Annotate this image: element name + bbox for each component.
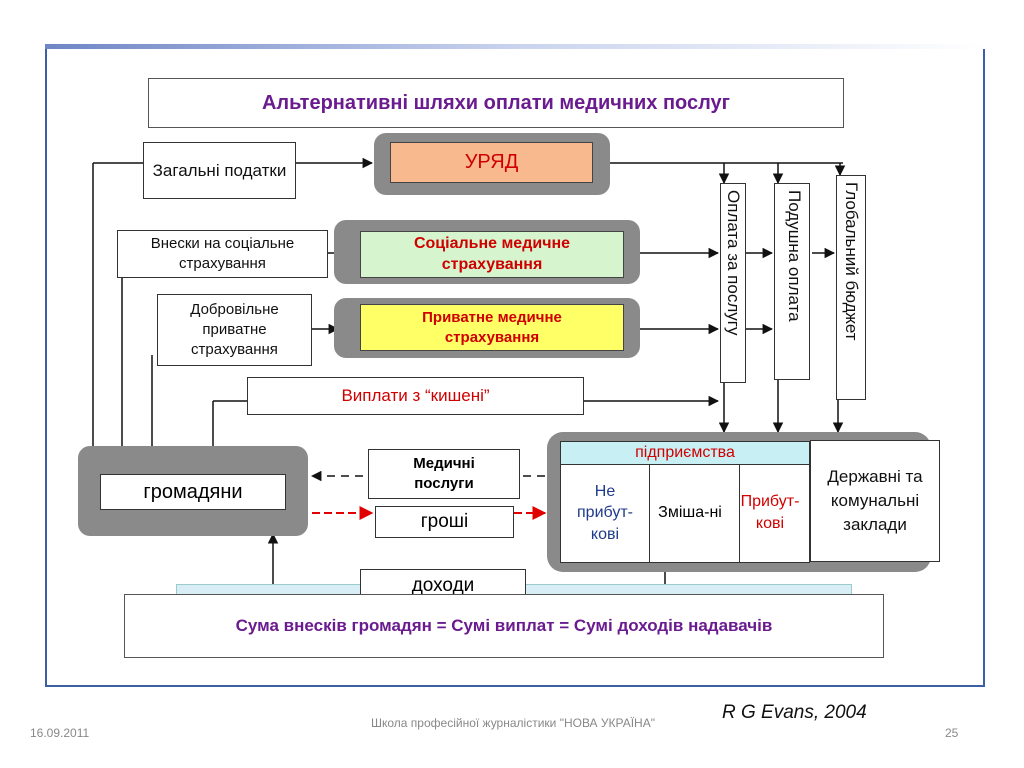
- citizens-label: громадяни: [100, 474, 286, 510]
- provider-state-communal: Державні та комунальні заклади: [810, 440, 940, 562]
- footer-school: Школа професійної журналістики "НОВА УКР…: [371, 716, 655, 730]
- source-out-of-pocket: Виплати з “кишені”: [247, 377, 584, 415]
- diagram-title: Альтернативні шляхи оплати медичних посл…: [148, 78, 844, 128]
- equation-box: Сума внесків громадян = Сумі виплат = Су…: [124, 594, 884, 658]
- payer-government: УРЯД: [390, 142, 593, 183]
- method-global-budget: Глобальний бюджет: [836, 175, 866, 400]
- method-fee-for-service: Оплата за послугу: [720, 183, 746, 383]
- footer-date: 16.09.2011: [30, 726, 90, 740]
- source-social-contributions: Внески на соціальне страхування: [117, 230, 328, 278]
- flow-medical-services: Медичні послуги: [368, 449, 520, 499]
- payer-private-insurance: Приватне медичне страхування: [360, 304, 624, 351]
- source-voluntary-insurance: Добровільне приватне страхування: [157, 294, 312, 366]
- provider-mixed: Зміша-ні: [641, 464, 740, 562]
- slide-frame-top-border: [45, 44, 985, 49]
- provider-for-profit: Прибут-кові: [740, 493, 800, 532]
- enterprises-header: підприємства: [561, 442, 809, 465]
- method-capitation: Подушна оплата: [774, 183, 810, 380]
- footer-page-number: 25: [945, 726, 959, 740]
- citation: R G Evans, 2004: [722, 702, 867, 723]
- payer-social-insurance: Соціальне медичне страхування: [360, 231, 624, 278]
- flow-money: гроші: [375, 506, 514, 538]
- enterprises-panel: підприємства Не прибут-кові Зміша-ні При…: [560, 441, 810, 563]
- source-general-taxes: Загальні податки: [143, 142, 296, 199]
- provider-non-profit: Не прибут-кові: [561, 464, 650, 562]
